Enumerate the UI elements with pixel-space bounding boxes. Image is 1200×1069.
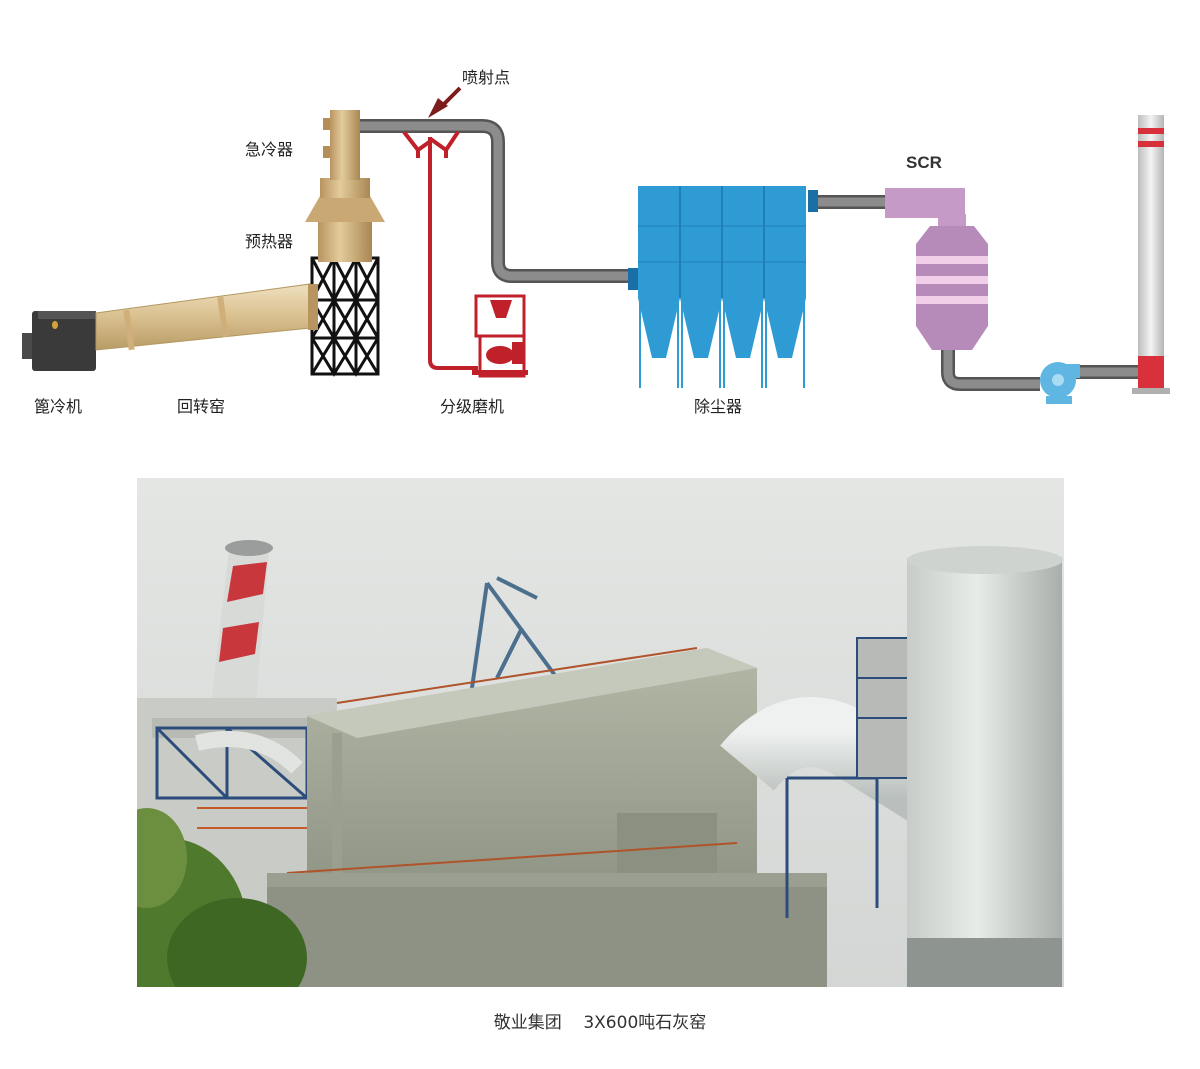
stack-chimney-icon — [1132, 115, 1170, 394]
label-grate-cooler: 篦冷机 — [34, 397, 82, 416]
classifier-mill-icon — [472, 294, 528, 378]
rotary-kiln-icon — [95, 283, 311, 351]
main-building — [267, 647, 827, 987]
label-rotary-kiln: 回转窑 — [177, 397, 225, 416]
flue-duct — [720, 697, 956, 918]
label-classifier-mill: 分级磨机 — [440, 397, 504, 416]
grate-cooler-icon — [22, 311, 96, 371]
preheater-tower-icon — [305, 110, 385, 330]
scr-reactor-icon — [885, 188, 988, 350]
preheater-support-icon — [310, 254, 380, 377]
flue-gas-pipe — [360, 119, 1138, 391]
reagent-injection-line — [402, 130, 478, 370]
injection-arrow-icon — [428, 86, 462, 118]
photo-caption: 敬业集团 3X600吨石灰窑 — [493, 1013, 707, 1033]
label-scr: SCR — [906, 153, 942, 172]
process-flow-diagram: 喷射点 急冷器 预热器 篦冷机 回转窑 分级磨机 除尘器 SCR — [22, 68, 1170, 416]
label-quench-cooler: 急冷器 — [245, 140, 293, 159]
plant-photo — [137, 478, 1064, 987]
cylindrical-tower-icon — [907, 546, 1063, 987]
chimney-icon — [207, 540, 273, 738]
label-injection-point: 喷射点 — [462, 68, 510, 87]
crane-icon — [470, 576, 559, 689]
label-preheater: 预热器 — [245, 232, 293, 251]
induced-draft-fan-icon — [1040, 362, 1080, 404]
dust-collector-icon — [628, 186, 818, 388]
label-dust-collector: 除尘器 — [694, 397, 742, 416]
tree-icon — [137, 808, 307, 987]
